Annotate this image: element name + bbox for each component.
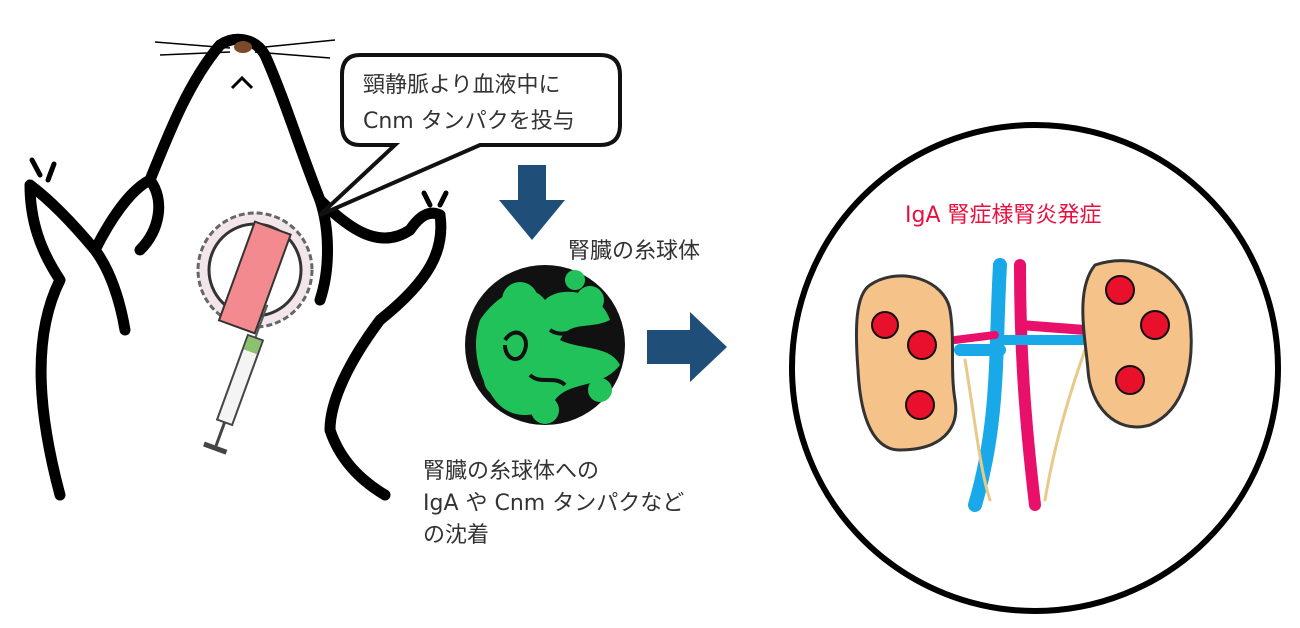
lesion-icon: [1140, 310, 1170, 340]
glomerulus-illustration: [465, 265, 625, 425]
lesion-icon: [1115, 365, 1145, 395]
deposition-line-1: 腎臓の糸球体への: [423, 459, 599, 484]
callout-bubble: 頸静脈より血液中に Cnm タンパクを投与: [318, 53, 622, 217]
lesions: [871, 275, 1170, 420]
down-arrow-icon: [499, 165, 565, 240]
lesion-icon: [905, 390, 935, 420]
nephritis-panel: IgA 腎症様腎炎発症: [789, 122, 1281, 614]
right-arrow-icon: [647, 312, 727, 382]
lesion-icon: [1105, 275, 1135, 305]
mouth-icon: [230, 75, 254, 90]
injection-site: [196, 211, 314, 335]
result-title: IgA 腎症様腎炎発症: [905, 203, 1102, 228]
syringe-icon: [203, 304, 269, 455]
whiskers-icon: [154, 39, 336, 59]
callout-line-2: Cnm タンパクを投与: [363, 109, 575, 134]
callout-line-1: 頸静脈より血液中に: [363, 73, 561, 98]
glomerulus-label: 腎臓の糸球体: [568, 239, 700, 264]
deposition-line-3: の沈着: [423, 523, 489, 548]
nose-icon: [234, 41, 252, 53]
left-kidney: [854, 274, 958, 452]
deposition-line-2: IgA や Cnm タンパクなど: [423, 491, 684, 516]
right-kidney: [1081, 259, 1193, 429]
lesion-icon: [871, 311, 899, 339]
lesion-icon: [907, 330, 937, 360]
